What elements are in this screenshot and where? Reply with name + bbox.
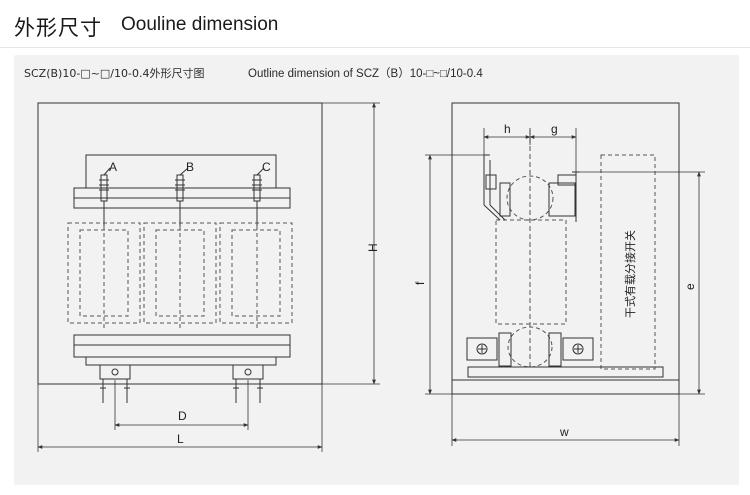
dim-h-small-label: h <box>504 122 511 136</box>
side-wheel-right <box>562 337 594 361</box>
base-channel <box>85 356 277 366</box>
tap-changer-label: 干式有载分接开关 <box>623 230 637 318</box>
tap-changer-box <box>600 154 656 370</box>
page-header: 外形尺寸 Oouline dimension <box>0 0 750 50</box>
side-base <box>467 366 664 378</box>
header-divider <box>0 47 750 48</box>
drawing-caption-zh: SCZ(B)10-□~□/10-0.4外形尺寸图 <box>24 67 205 80</box>
wheel-left <box>99 364 131 403</box>
side-view <box>425 102 705 446</box>
dim-g-label: g <box>551 122 558 136</box>
side-wheel-left <box>466 337 498 361</box>
wheel-right <box>232 364 264 403</box>
hv-bracket <box>483 154 511 221</box>
dim-h-label: H <box>366 243 380 252</box>
lower-bracket-left <box>498 332 512 367</box>
phase-label-a: A <box>109 160 117 174</box>
drawing-caption-en: Outline dimension of SCZ（B）10-□~□/10-0.4 <box>248 68 483 80</box>
dim-l-label: L <box>177 432 184 446</box>
page-title-zh: 外形尺寸 <box>14 16 102 40</box>
upper-core-circle <box>506 175 554 221</box>
dim-w-label: w <box>559 425 569 439</box>
page-title-en: Oouline dimension <box>121 14 279 35</box>
phase-label-b: B <box>186 160 194 174</box>
dim-e-label: e <box>683 283 697 290</box>
lower-core-circle <box>507 326 553 368</box>
phase-label-c: C <box>262 160 271 174</box>
dim-d-label: D <box>178 409 187 423</box>
coil-group <box>67 222 293 324</box>
core-section <box>495 219 567 325</box>
front-view <box>37 102 380 452</box>
lower-bracket-right <box>548 332 562 367</box>
dim-f-label: f <box>413 281 427 285</box>
